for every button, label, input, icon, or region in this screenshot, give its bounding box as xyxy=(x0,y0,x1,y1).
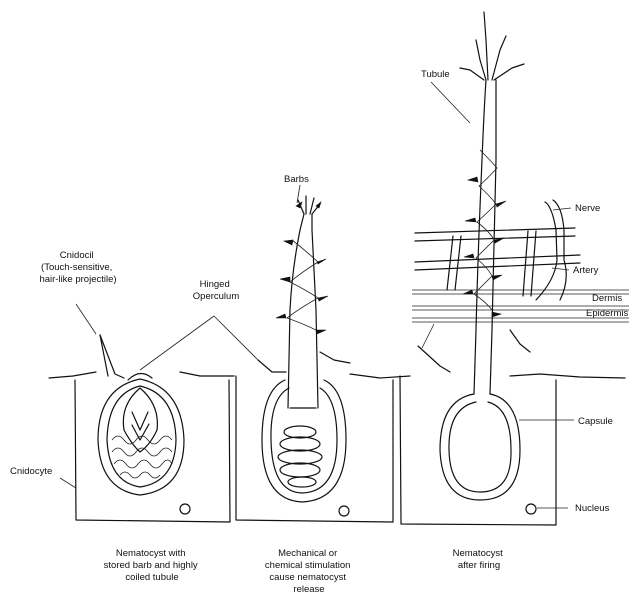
caption-1-line1: Nematocyst with xyxy=(116,548,186,559)
label-tubule: Tubule xyxy=(421,69,450,80)
cnidocyte-cell-2 xyxy=(236,196,393,522)
cnidocyte-cell-1 xyxy=(75,335,230,522)
labels: Barbs Tubule Nerve Artery Dermis Epiderm… xyxy=(10,69,628,514)
caption-3-line1: Nematocyst xyxy=(453,548,504,559)
blood-vessel-network xyxy=(415,200,580,300)
caption-2-line3: cause nematocyst xyxy=(269,572,346,583)
label-cnidocil-line3: hair-like projectile) xyxy=(39,274,116,285)
captions: Nematocyst with stored barb and highly c… xyxy=(104,548,506,595)
label-hinged-operculum: Hinged Operculum xyxy=(193,279,240,302)
label-nucleus: Nucleus xyxy=(575,503,610,514)
caption-stage-3: Nematocyst after firing xyxy=(453,548,506,571)
label-cnidocyte: Cnidocyte xyxy=(10,466,52,477)
label-barbs: Barbs xyxy=(284,174,309,185)
label-dermis: Dermis xyxy=(592,293,622,304)
label-nerve: Nerve xyxy=(575,203,600,214)
caption-2-line2: chemical stimulation xyxy=(265,560,351,571)
label-cnidocil-line1: Cnidocil xyxy=(60,250,94,261)
label-operculum-line1: Hinged xyxy=(200,279,230,290)
label-cnidocil-line2: (Touch-sensitive, xyxy=(41,262,112,273)
caption-1-line3: coiled tubule xyxy=(125,572,178,583)
label-cnidocil: Cnidocil (Touch-sensitive, hair-like pro… xyxy=(39,250,116,285)
label-epidermis: Epidermis xyxy=(586,308,628,319)
caption-2-line4: release xyxy=(293,584,324,595)
caption-stage-2: Mechanical or chemical stimulation cause… xyxy=(265,548,353,595)
label-capsule: Capsule xyxy=(578,416,613,427)
caption-2-line1: Mechanical or xyxy=(278,548,337,559)
caption-stage-1: Nematocyst with stored barb and highly c… xyxy=(104,548,201,583)
caption-3-line2: after firing xyxy=(458,560,500,571)
leader-lines xyxy=(60,82,574,508)
label-operculum-line2: Operculum xyxy=(193,291,240,302)
caption-1-line2: stored barb and highly xyxy=(104,560,198,571)
label-artery: Artery xyxy=(573,265,599,276)
